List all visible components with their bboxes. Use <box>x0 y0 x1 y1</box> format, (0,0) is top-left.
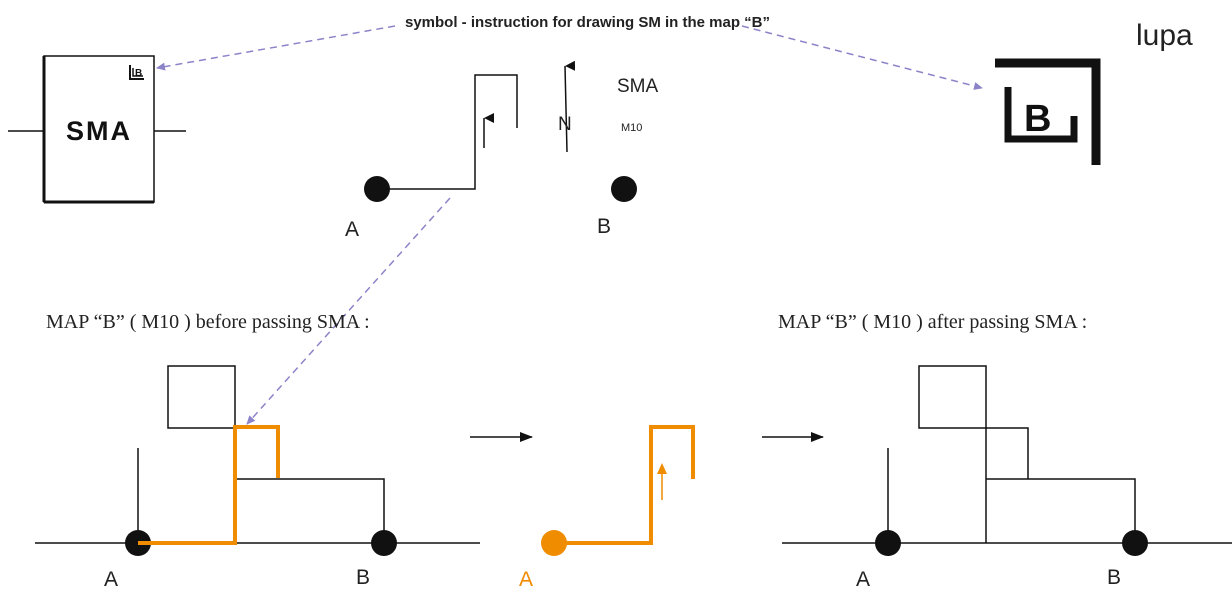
instruction-title: SMA <box>617 76 659 97</box>
magnified-badge-letter: B <box>1024 98 1051 140</box>
sma-symbol-label: SMA <box>66 116 132 146</box>
map-middle-path <box>554 425 695 545</box>
magnified-badge-icon: B <box>995 58 1101 165</box>
symbol-note: symbol - instruction for drawing SM in t… <box>405 14 770 31</box>
sma-symbol: SMA B <box>8 55 186 204</box>
map-after-caption: MAP “B” ( M10 ) after passing SMA : <box>778 311 1087 333</box>
map-after-node-b-label: B <box>1107 566 1121 589</box>
pointer-to-map-segment <box>246 197 451 425</box>
sma-symbol-box <box>43 55 155 203</box>
pointer-to-magnified-badge <box>741 25 983 90</box>
north-arrow-line <box>564 60 576 153</box>
map-before-highlight-path <box>138 425 280 545</box>
map-before-node-a-label: A <box>104 568 118 591</box>
map-after-square <box>918 365 987 429</box>
map-before-node-b <box>371 530 397 556</box>
badge-small-icon: B <box>129 65 144 80</box>
lupa-label: lupa <box>1136 19 1193 52</box>
map-before-caption: MAP “B” ( M10 ) before passing SMA : <box>46 311 370 333</box>
pointer-to-symbol-badge <box>156 25 396 71</box>
map-after-node-b <box>1122 530 1148 556</box>
instruction-diagram: N SMA M10 A B <box>345 60 659 241</box>
instruction-map-ref: M10 <box>621 122 642 134</box>
north-label: N <box>558 114 572 135</box>
instruction-node-b <box>611 176 637 202</box>
map-middle-node-a-label: A <box>519 568 533 591</box>
instruction-path <box>377 74 518 190</box>
map-before-diagram: A B <box>35 365 480 591</box>
map-before-node-b-label: B <box>356 566 370 589</box>
map-after-node-a <box>875 530 901 556</box>
instruction-node-b-label: B <box>597 215 611 238</box>
map-middle-arrowhead <box>657 463 667 474</box>
map-after-node-a-label: A <box>856 568 870 591</box>
map-after-diagram: A B <box>782 365 1232 591</box>
instruction-node-a-label: A <box>345 218 359 241</box>
map-middle-diagram: A <box>519 425 695 591</box>
map-middle-node-a <box>541 530 567 556</box>
badge-small-letter: B <box>135 68 142 79</box>
map-before-square <box>167 365 236 429</box>
